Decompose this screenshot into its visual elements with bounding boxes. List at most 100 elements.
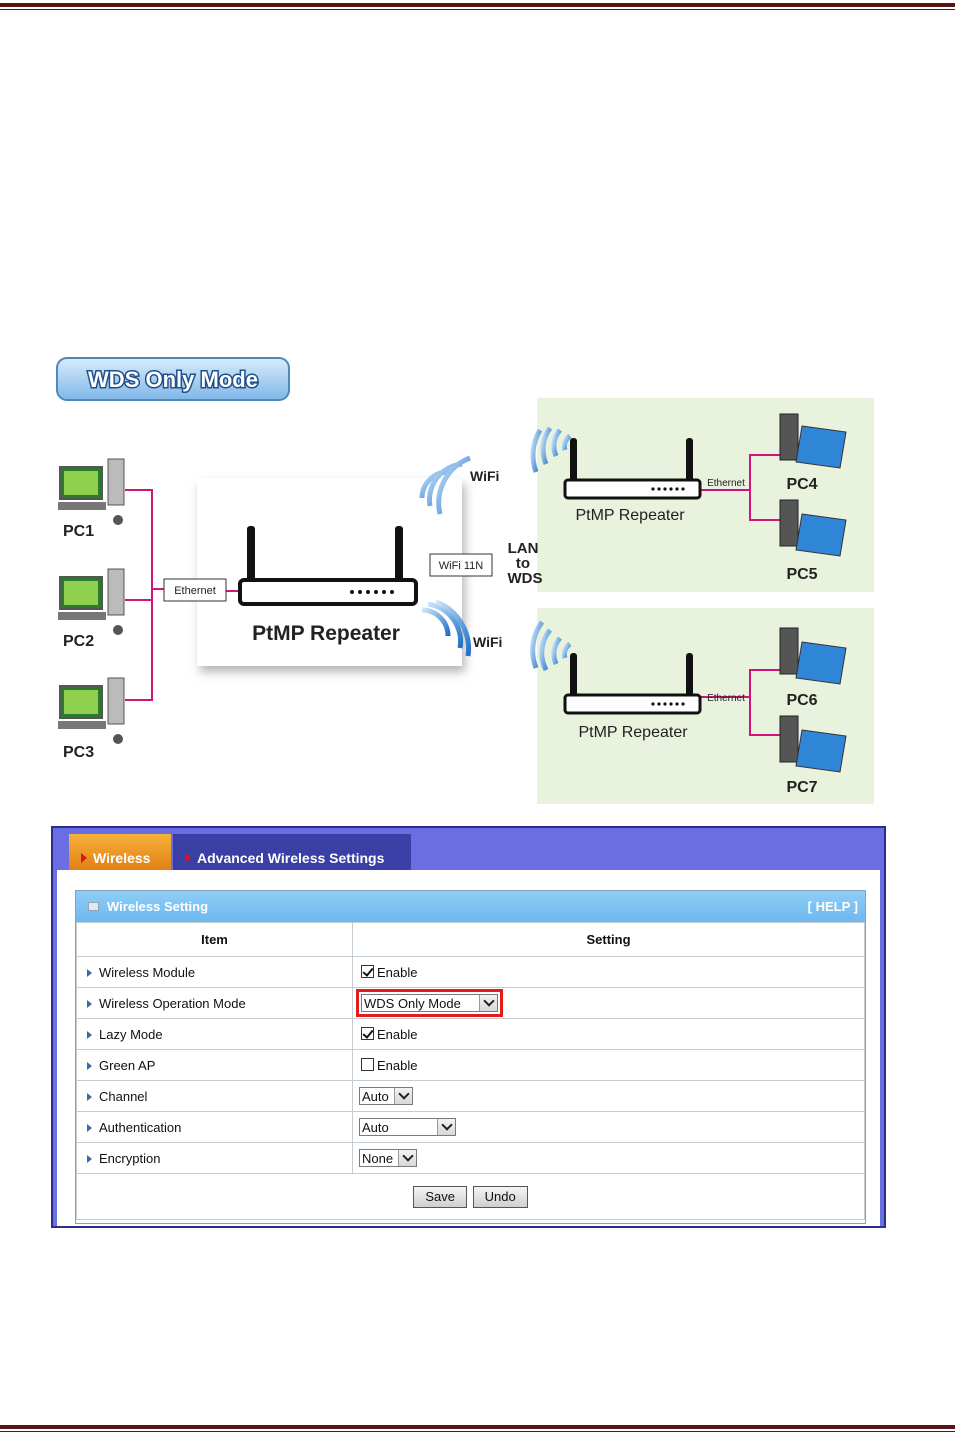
pc5-icon (779, 499, 847, 557)
wireless-operation-mode-select[interactable]: WDS Only Mode (361, 994, 498, 1012)
remote-router-bottom-label: PtMP Repeater (578, 724, 688, 741)
table-row: Wireless Operation Mode WDS Only Mode (76, 987, 865, 1019)
bullet-arrow-icon (87, 969, 92, 978)
bullet-arrow-icon (87, 1155, 92, 1164)
pc3-label: PC3 (63, 744, 94, 761)
table-row: Authentication Auto (76, 1111, 865, 1143)
bottom-rule-thin (0, 1431, 955, 1432)
button-cell: Save Undo (76, 1173, 865, 1220)
svg-text:WDS Only Mode: WDS Only Mode (88, 367, 258, 392)
row-setting-cell: Enable (352, 1049, 865, 1081)
tab-advanced-label: Advanced Wireless Settings (197, 850, 385, 866)
wireless-operation-mode-label: Wireless Operation Mode (99, 995, 246, 1011)
pc1-label: PC1 (63, 523, 94, 540)
row-setting-cell: None (352, 1142, 865, 1174)
undo-button[interactable]: Undo (472, 1185, 528, 1208)
left-wiring (125, 489, 242, 701)
button-row: Save Undo (76, 1173, 865, 1220)
bullet-arrow-icon (87, 1093, 92, 1102)
wireless-module-checkbox[interactable] (361, 964, 374, 978)
green-ap-label: Green AP (99, 1057, 156, 1073)
column-header-item: Item (76, 922, 353, 957)
top-rule-thin (0, 9, 955, 10)
pc3-icon (58, 677, 125, 744)
row-setting-cell: Enable (352, 1018, 865, 1050)
wifi-waves-remote-bottom (530, 620, 572, 672)
tab-wireless[interactable]: Wireless (69, 834, 171, 870)
pc6-icon (779, 627, 847, 685)
pc5-label: PC5 (786, 566, 817, 583)
row-setting-cell: Auto (352, 1080, 865, 1112)
wireless-module-label: Wireless Module (99, 964, 196, 980)
pc1-icon (58, 458, 125, 525)
main-router-label: PtMP Repeater (252, 622, 400, 645)
row-label-cell: Wireless Module (76, 956, 353, 988)
tab-advanced-wireless-settings[interactable]: Advanced Wireless Settings (173, 834, 411, 870)
tab-bar: Wireless Advanced Wireless Settings (53, 828, 884, 870)
table-row: Channel Auto (76, 1080, 865, 1112)
chevron-down-icon (394, 1088, 412, 1104)
row-label-cell: Wireless Operation Mode (76, 987, 353, 1019)
content-area: Wireless Setting [ HELP ] Item Setting W… (57, 870, 880, 1226)
chevron-down-icon (398, 1150, 416, 1166)
encryption-label: Encryption (99, 1150, 161, 1166)
select-value: Auto (362, 1119, 389, 1135)
channel-label: Channel (99, 1088, 148, 1104)
bottom-rule (0, 1425, 955, 1429)
wifi-waves-remote-top (530, 426, 572, 473)
pc6-label: PC6 (786, 692, 817, 709)
wireless-setting-section: Wireless Setting [ HELP ] Item Setting W… (75, 890, 866, 1224)
pc2-icon (58, 568, 125, 635)
green-ap-checkbox[interactable] (361, 1057, 374, 1071)
ethernet-text-bottom-right: Ethernet (707, 693, 745, 704)
pc4-icon (779, 413, 847, 469)
arrow-right-icon (185, 853, 191, 863)
wifi-label-bottom: WiFi (473, 634, 502, 650)
help-link[interactable]: [ HELP ] (807, 899, 858, 914)
save-button[interactable]: Save (413, 1185, 467, 1208)
wifi-waves-main-top (419, 455, 471, 515)
ethernet-text-top-right: Ethernet (707, 478, 745, 489)
section-header: Wireless Setting [ HELP ] (76, 891, 865, 922)
chevron-down-icon (437, 1119, 455, 1135)
highlight-box: WDS Only Mode (356, 989, 503, 1017)
table-row: Green AP Enable (76, 1049, 865, 1081)
table-row: Encryption None (76, 1142, 865, 1174)
arrow-right-icon (81, 853, 87, 863)
authentication-label: Authentication (99, 1119, 182, 1135)
main-router-card (197, 478, 462, 666)
select-value: WDS Only Mode (364, 995, 461, 1011)
remote-router-bottom-icon (563, 653, 702, 715)
wds-label: WDS (508, 570, 543, 587)
row-label-cell: Green AP (76, 1049, 353, 1081)
router-settings-panel: Wireless Advanced Wireless Settings Wire… (51, 826, 886, 1228)
chevron-down-icon (479, 995, 497, 1011)
wifi-label-top: WiFi (470, 468, 499, 484)
settings-table: Item Setting Wireless Module Enable Wire… (76, 922, 865, 1220)
row-setting-cell: WDS Only Mode (352, 987, 865, 1019)
wifi-waves-main-bottom (421, 599, 471, 657)
column-header-setting: Setting (352, 922, 865, 957)
channel-select[interactable]: Auto (359, 1087, 413, 1105)
select-value: None (362, 1150, 394, 1166)
wds-topology-diagram: WDS Only Mode PC1 PC (56, 357, 874, 804)
to-label: to (516, 555, 530, 572)
right-wiring (698, 454, 780, 736)
pc2-label: PC2 (63, 633, 94, 650)
table-header-row: Item Setting (76, 922, 865, 957)
tab-wireless-label: Wireless (93, 850, 151, 866)
lazy-mode-checkbox[interactable] (361, 1026, 374, 1040)
select-value: Auto (362, 1088, 389, 1104)
lazy-mode-enable-label: Enable (377, 1026, 418, 1042)
row-label-cell: Encryption (76, 1142, 353, 1174)
bullet-arrow-icon (87, 1062, 92, 1071)
encryption-select[interactable]: None (359, 1149, 417, 1167)
row-setting-cell: Auto (352, 1111, 865, 1143)
top-rule (0, 3, 955, 7)
wireless-module-enable-label: Enable (377, 964, 418, 980)
table-row: Wireless Module Enable (76, 956, 865, 988)
authentication-select[interactable]: Auto (359, 1118, 456, 1136)
table-row: Lazy Mode Enable (76, 1018, 865, 1050)
bullet-arrow-icon (87, 1124, 92, 1133)
row-label-cell: Lazy Mode (76, 1018, 353, 1050)
